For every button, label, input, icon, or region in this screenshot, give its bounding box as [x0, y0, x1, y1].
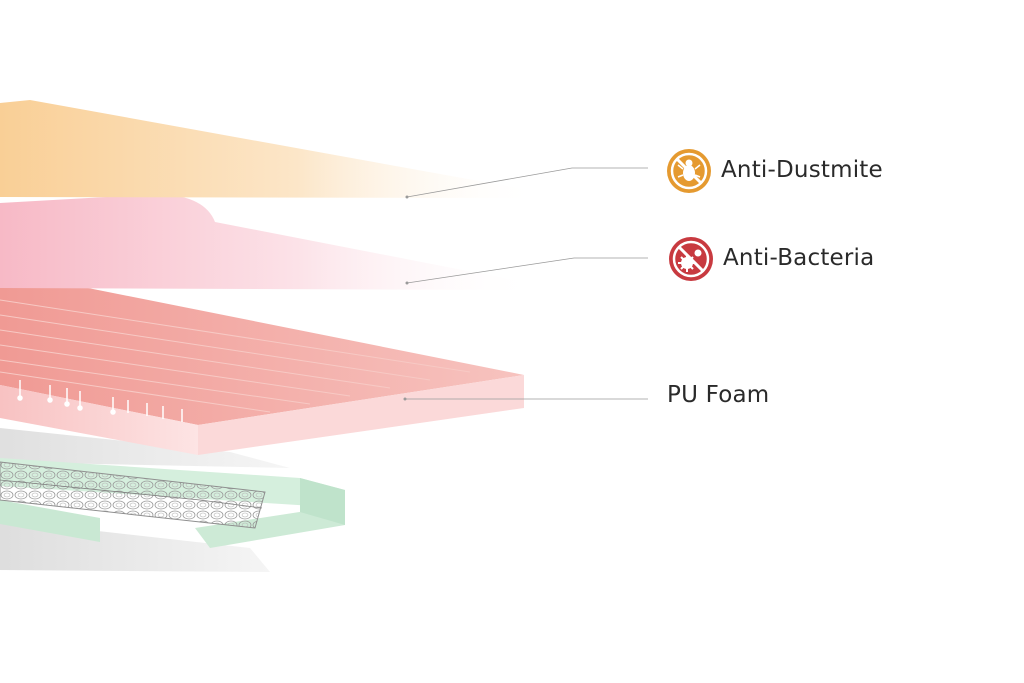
anti-dustmite-layer [0, 100, 540, 198]
bacteria-sheet [0, 194, 540, 290]
bacteria-prohibited-icon [669, 237, 713, 281]
leader-line-dustmite [406, 167, 648, 198]
coil-frame-line [0, 479, 263, 509]
leader-line-bacteria [406, 257, 648, 284]
dustmite-sheet [0, 100, 540, 198]
leader-lines [403, 167, 648, 401]
pu-foam-layer [0, 278, 524, 455]
frame-rail-front [0, 500, 100, 542]
dustmite-prohibited-icon [667, 149, 711, 193]
foam-right-face [198, 375, 524, 455]
label-anti-bacteria: Anti-Bacteria [723, 245, 875, 271]
foam-top-face [0, 278, 524, 425]
upper-pad [0, 428, 290, 468]
anti-bacteria-layer [0, 194, 540, 290]
frame-rail-right [195, 505, 345, 548]
spring-unit-layer [0, 428, 345, 572]
pocket-spring-coils [0, 461, 266, 529]
frame-rail-side [300, 478, 345, 525]
foam-perforations [17, 380, 183, 422]
foam-ridges [0, 299, 471, 413]
label-pu-foam: PU Foam [667, 382, 770, 408]
label-anti-dustmite: Anti-Dustmite [721, 157, 883, 183]
